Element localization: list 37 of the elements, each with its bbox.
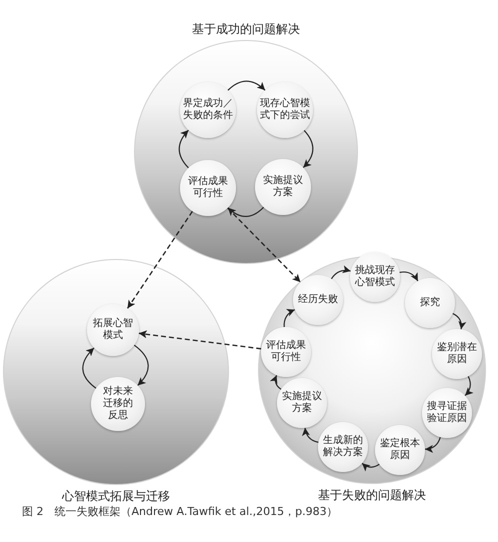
curved-arrow bbox=[464, 376, 474, 396]
dashed-arrow bbox=[138, 330, 262, 350]
curved-arrow bbox=[270, 375, 282, 390]
dashed-arrow bbox=[227, 208, 301, 283]
curved-arrow bbox=[330, 266, 351, 280]
curved-arrow bbox=[362, 462, 380, 472]
step-text: 探究 bbox=[420, 297, 440, 309]
step-text: 拓展心智模式 bbox=[93, 318, 133, 342]
step-text: 搜寻证据验证原因 bbox=[427, 401, 467, 425]
step-text: 实施提议方案 bbox=[263, 175, 303, 199]
curved-arrow bbox=[284, 309, 296, 328]
step-text: 鉴定根本原因 bbox=[380, 438, 420, 462]
curved-arrow bbox=[178, 130, 189, 168]
curved-arrow bbox=[82, 348, 96, 389]
step-text: 鉴别潜在原因 bbox=[437, 342, 477, 366]
step-text: 评估成果可行性 bbox=[188, 176, 228, 200]
curved-arrow bbox=[302, 130, 314, 168]
step-text: 评估成果可行性 bbox=[266, 340, 306, 364]
curved-arrow bbox=[400, 271, 418, 282]
step-text: 经历失败 bbox=[298, 294, 338, 306]
circle-title: 基于成功的问题解决 bbox=[192, 22, 300, 37]
step-text: 界定成功／失败的条件 bbox=[183, 98, 233, 122]
circle-title: 心智模式拓展与迁移 bbox=[62, 489, 170, 504]
curved-arrow bbox=[302, 428, 319, 443]
step-text: 生成新的解决方案 bbox=[323, 435, 363, 459]
curved-arrow bbox=[424, 436, 441, 453]
circle-title: 基于失败的问题解决 bbox=[318, 488, 426, 503]
step-text: 挑战现存心智模式 bbox=[355, 265, 395, 289]
curved-arrow bbox=[228, 206, 264, 218]
curved-arrow bbox=[228, 80, 266, 91]
dashed-arrow bbox=[126, 210, 193, 309]
step-text: 现存心智模式下的尝试 bbox=[260, 98, 310, 122]
curved-arrow bbox=[134, 344, 149, 386]
figure-caption: 图 2 统一失败框架（Andrew A.Tawfik et al.,2015，p.983） bbox=[22, 505, 338, 519]
step-text: 实施提议方案 bbox=[282, 391, 322, 415]
curved-arrow bbox=[452, 313, 466, 330]
step-text: 对未来迁移的反思 bbox=[103, 386, 133, 422]
